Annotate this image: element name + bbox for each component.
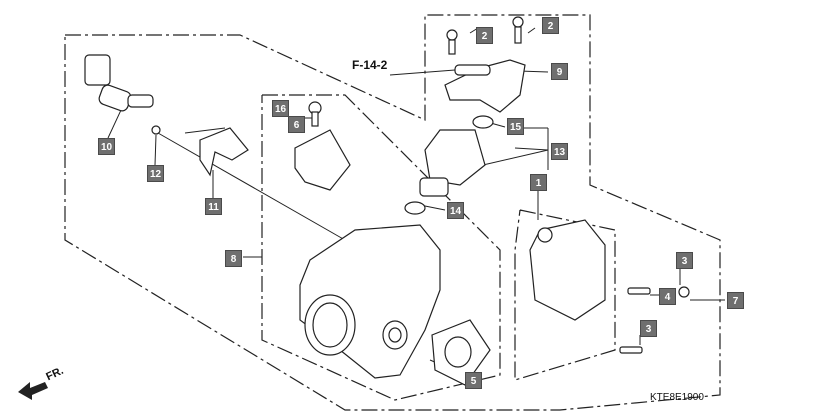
sensor-9	[444, 59, 526, 113]
sensor-10	[84, 54, 111, 86]
callout-11: 11	[205, 198, 222, 215]
fr-arrow-icon	[18, 382, 48, 400]
callout-6: 6	[288, 116, 305, 133]
callout-5: 5	[465, 372, 482, 389]
seal-14	[404, 201, 426, 215]
callout-15: 15	[507, 118, 524, 135]
callout-8: 8	[225, 250, 242, 267]
callout-9: 9	[551, 63, 568, 80]
sensor-1	[529, 219, 606, 321]
boundary-main	[64, 14, 721, 411]
callout-3b: 3	[640, 320, 657, 337]
injector-13	[424, 129, 486, 186]
boundary-throttle	[261, 94, 501, 401]
diagram-code: KTE8E1900	[650, 392, 704, 403]
reference-label: F-14-2	[352, 58, 388, 72]
bracket-11	[199, 127, 249, 177]
bracket-6	[294, 129, 351, 191]
callout-7: 7	[727, 292, 744, 309]
callout-12: 12	[147, 165, 164, 182]
callout-13: 13	[551, 143, 568, 160]
callout-14: 14	[447, 202, 464, 219]
callout-16: 16	[272, 100, 289, 117]
callout-1: 1	[530, 174, 547, 191]
callout-2b: 2	[542, 17, 559, 34]
o-ring-15	[472, 115, 494, 129]
callout-10: 10	[98, 138, 115, 155]
callout-4: 4	[659, 288, 676, 305]
callout-3a: 3	[676, 252, 693, 269]
callout-2a: 2	[476, 27, 493, 44]
